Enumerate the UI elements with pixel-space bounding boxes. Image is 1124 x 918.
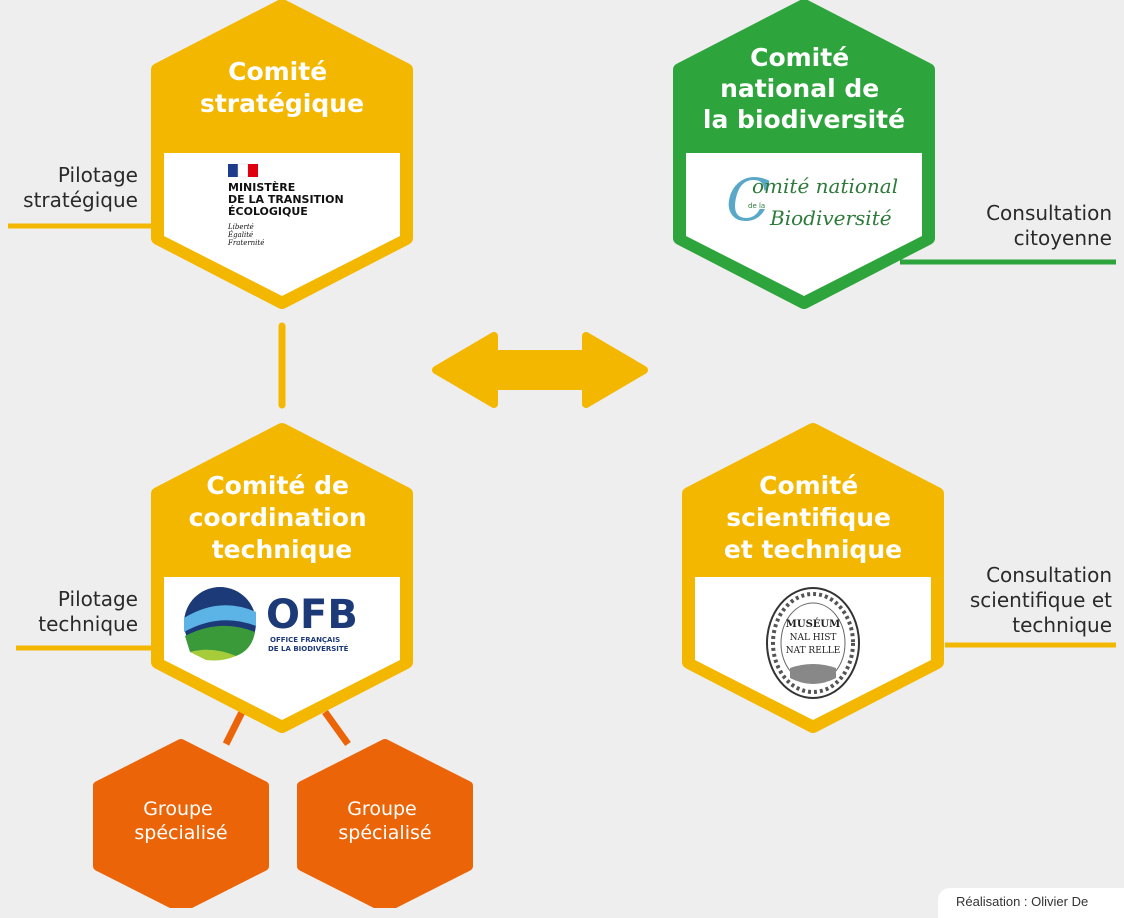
biodiversite-logo: C omité national de la Biodiversité	[726, 166, 898, 234]
label-consultation-citoyenne: Consultation citoyenne	[986, 201, 1112, 250]
svg-text:Groupe spécialisé: Groupe spécialisé	[134, 798, 227, 844]
svg-text:Égalité: Égalité	[227, 230, 253, 239]
ministere-logo: MINISTÈRE DE LA TRANSITION ÉCOLOGIQUE Li…	[227, 163, 344, 247]
svg-text:Biodiversité: Biodiversité	[769, 206, 892, 230]
hexagon-comite-scientifique: Comité scientifique et technique MUSÉUM …	[682, 423, 944, 733]
hexagon-comite-strategique: Comité stratégique MINISTÈRE DE LA TRANS…	[151, 0, 413, 309]
connector-group-left	[222, 710, 246, 746]
svg-text:Fraternité: Fraternité	[227, 239, 264, 247]
svg-text:Liberté: Liberté	[227, 223, 254, 231]
svg-text:C: C	[726, 166, 770, 234]
svg-text:NAL HIST: NAL HIST	[790, 633, 837, 643]
hexagon-comite-national: Comité national de la biodiversité C omi…	[673, 0, 935, 309]
title-comite-scientifique: Comité scientifique et technique	[724, 471, 902, 564]
svg-text:DE LA BIODIVERSITÉ: DE LA BIODIVERSITÉ	[268, 644, 349, 653]
title-comite-national: Comité national de la biodiversité	[703, 43, 905, 134]
connector-group-right	[322, 709, 351, 747]
hexagon-comite-coordination: Comité de coordination technique OFB OFF…	[151, 423, 413, 733]
svg-text:OFB: OFB	[266, 592, 358, 638]
svg-text:OFFICE FRANÇAIS: OFFICE FRANÇAIS	[270, 636, 340, 644]
ofb-logo: OFB OFFICE FRANÇAIS DE LA BIODIVERSITÉ	[184, 587, 358, 661]
svg-text:omité national: omité national	[752, 174, 898, 198]
title-comite-coordination: Comité de coordination technique	[189, 471, 376, 564]
svg-text:MUSÉUM: MUSÉUM	[786, 618, 840, 630]
title-comite-strategique: Comité stratégique	[200, 57, 364, 118]
svg-text:Groupe spécialisé: Groupe spécialisé	[338, 798, 431, 844]
label-pilotage-strategique: Pilotage stratégique	[23, 163, 138, 212]
label-pilotage-technique: Pilotage technique	[38, 587, 138, 636]
double-arrow-icon	[432, 332, 648, 408]
svg-text:NAT RELLE: NAT RELLE	[786, 646, 841, 656]
museum-seal-logo: MUSÉUM NAL HIST NAT RELLE	[766, 587, 860, 699]
svg-text:DE LA TRANSITION: DE LA TRANSITION	[228, 193, 344, 206]
hexagon-groupe-specialise-2: Groupe spécialisé	[297, 739, 473, 908]
svg-text:de la: de la	[748, 202, 765, 210]
svg-text:MINISTÈRE: MINISTÈRE	[228, 181, 295, 194]
label-consultation-scientifique: Consultation scientifique et technique	[969, 563, 1112, 637]
svg-text:ÉCOLOGIQUE: ÉCOLOGIQUE	[228, 205, 308, 218]
hexagon-groupe-specialise-1: Groupe spécialisé	[93, 739, 269, 908]
credit-caption: Réalisation : Olivier De	[938, 888, 1124, 918]
